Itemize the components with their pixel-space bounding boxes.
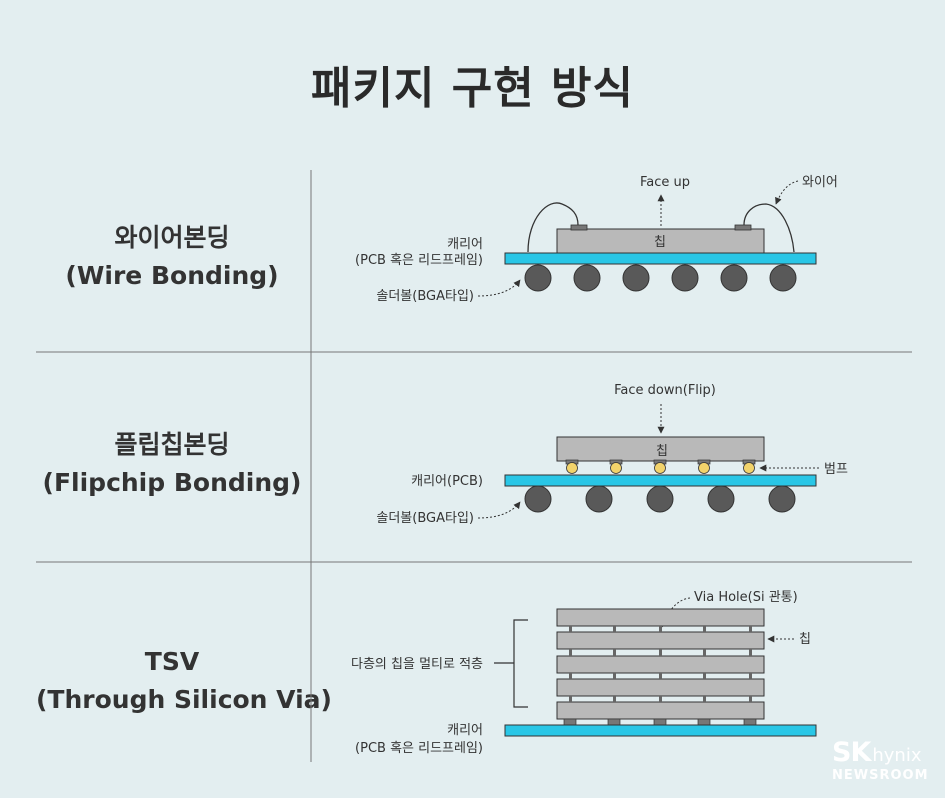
stack-label: 다층의 칩을 멀티로 적층 [351, 657, 483, 672]
solder-ball-leader [477, 279, 521, 297]
chip [556, 436, 765, 462]
bond-wire-right [743, 203, 795, 253]
solder-ball [646, 485, 674, 513]
row-label-wire-bonding: 와이어본딩 (Wire Bonding) [36, 219, 308, 295]
bond-pad-left [570, 224, 588, 231]
solder-ball-label: 솔더볼(BGA타입) [376, 289, 474, 304]
bump [610, 462, 622, 474]
bump [654, 462, 666, 474]
carrier-label: 캐리어 [447, 723, 483, 738]
row-label-english: (Through Silicon Via) [36, 685, 332, 714]
bond-pad-right [734, 224, 752, 231]
bump [566, 462, 578, 474]
stacked-chip [556, 631, 765, 650]
chip-label: 칩 [654, 235, 666, 250]
bump [698, 462, 710, 474]
face-up-label: Face up [640, 175, 690, 190]
stacked-chip [556, 701, 765, 720]
solder-balls [524, 264, 797, 292]
bumps [565, 459, 756, 474]
stacked-chip [556, 678, 765, 697]
logo-brand-sub: hynix [872, 745, 922, 766]
solder-ball [768, 485, 796, 513]
carrier-label: 캐리어(PCB) [411, 474, 483, 489]
carrier [504, 252, 817, 265]
row-label-tsv: TSV (Through Silicon Via) [36, 643, 332, 719]
solder-ball [769, 264, 797, 292]
carrier-label: 캐리어 [447, 237, 483, 252]
solder-ball [585, 485, 613, 513]
chip-label: 칩 [656, 444, 668, 459]
wire-bonding-diagram: Face up 와이어 칩 캐리어 (PCB 혹은 리드프레임) 솔더볼(BGA… [355, 175, 838, 304]
solder-balls [524, 485, 796, 513]
solder-ball [524, 485, 552, 513]
bump-label: 범프 [824, 462, 848, 477]
carrier [504, 724, 817, 737]
solder-ball [524, 264, 552, 292]
carrier [504, 474, 817, 487]
row-label-english: (Flipchip Bonding) [42, 468, 302, 497]
row-label-english: (Wire Bonding) [65, 261, 279, 290]
solder-ball [707, 485, 735, 513]
via-hole-label: Via Hole(Si 관통) [694, 590, 798, 605]
row-label-korean: 플립칩본딩 [114, 430, 230, 459]
carrier-label-sub: (PCB 혹은 리드프레임) [355, 253, 483, 268]
solder-ball-label: 솔더볼(BGA타입) [376, 511, 474, 526]
solder-ball-leader [477, 501, 521, 519]
solder-ball [622, 264, 650, 292]
logo-brand: SK [832, 737, 871, 768]
page-title: 패키지 구현 방식 [311, 63, 634, 114]
tsv-diagram: Via Hole(Si 관통) 칩 다층의 칩을 멀티로 적층 캐리어 [351, 590, 817, 756]
solder-ball [573, 264, 601, 292]
carrier-label-sub: (PCB 혹은 리드프레임) [355, 741, 483, 756]
face-down-label: Face down(Flip) [614, 383, 716, 398]
chip [556, 228, 765, 254]
wire-label: 와이어 [802, 175, 838, 190]
row-label-korean: 와이어본딩 [114, 223, 230, 252]
row-label-flipchip-bonding: 플립칩본딩 (Flipchip Bonding) [36, 426, 308, 502]
stacked-chip [556, 655, 765, 674]
bump [743, 462, 755, 474]
stack-bracket [513, 619, 528, 708]
solder-ball [720, 264, 748, 292]
bond-wire-left [527, 202, 579, 253]
chip-label: 칩 [799, 632, 811, 647]
wire-label-leader [775, 180, 799, 205]
row-label-korean: TSV [144, 647, 200, 676]
stacked-chip [556, 608, 765, 627]
flipchip-bonding-diagram: Face down(Flip) 칩 범프 캐리어(PCB) 솔더볼(BGA타입 [376, 383, 848, 526]
solder-ball [671, 264, 699, 292]
logo-channel: NEWSROOM [832, 768, 929, 783]
chip-stack [556, 608, 765, 726]
